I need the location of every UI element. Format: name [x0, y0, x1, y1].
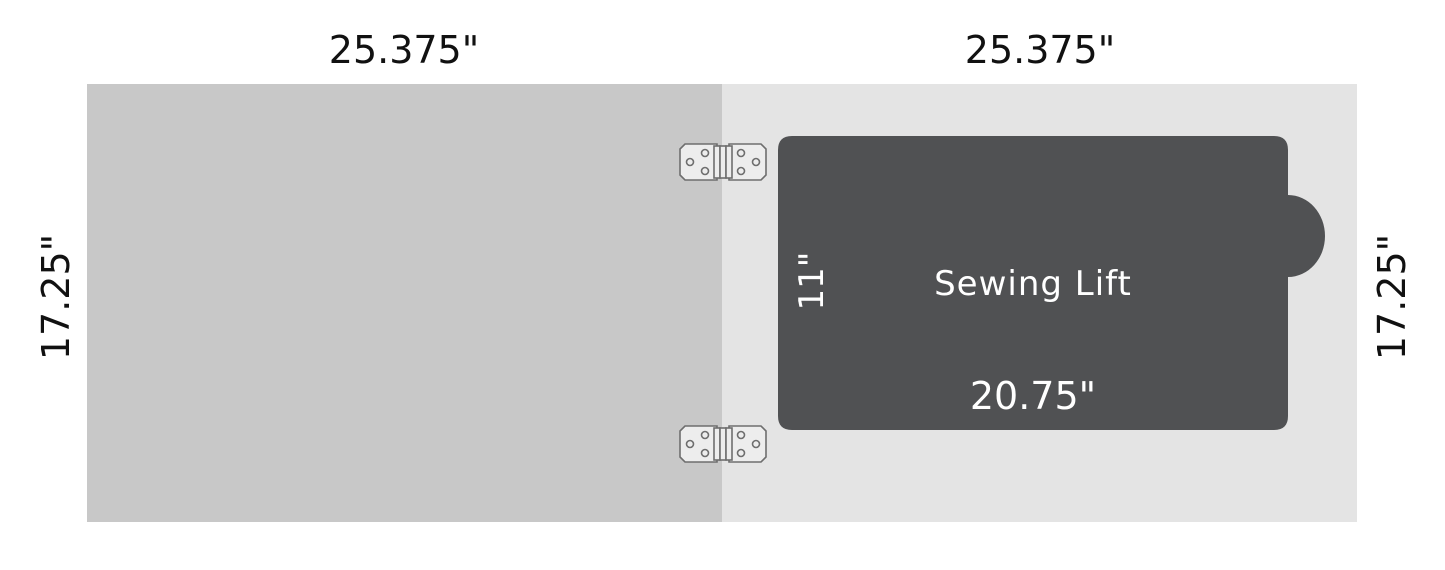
- hinge-icon: [679, 143, 767, 181]
- dimension-top-left: 25.375": [328, 28, 480, 72]
- hinge-icon: [679, 425, 767, 463]
- left-panel: [87, 84, 722, 522]
- dimension-top-right: 25.375": [964, 28, 1116, 72]
- dimension-side-left: 17.25": [34, 233, 78, 361]
- dimension-side-right: 17.25": [1370, 233, 1414, 361]
- sewing-lift-width: 20.75": [969, 374, 1097, 418]
- sewing-lift-label: Sewing Lift: [934, 264, 1132, 304]
- sewing-lift-depth: 11": [792, 251, 832, 311]
